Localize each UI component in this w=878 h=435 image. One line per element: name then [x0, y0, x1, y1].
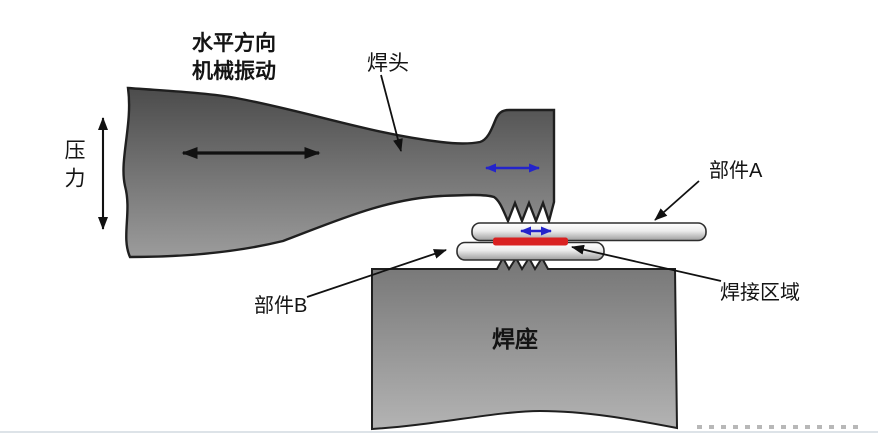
weld-zone-highlight [493, 237, 568, 246]
horn-label: 焊头 [367, 52, 409, 75]
partial-watermark-fragment [697, 425, 865, 429]
anvil-label: 焊座 [492, 326, 538, 352]
weld-zone-label: 焊接区域 [720, 282, 800, 304]
part-a-pointer-arrow [654, 180, 700, 221]
part-b-label: 部件B [254, 295, 308, 317]
horn-pointer-arrow [380, 74, 403, 152]
part-a-label: 部件A [709, 160, 763, 182]
bottom-divider-line [0, 431, 878, 433]
part-b-pointer-arrow [306, 249, 447, 298]
pressure-label: 压力 [62, 139, 85, 195]
weld-zone-pointer-arrow [571, 244, 722, 282]
anvil-shape [371, 255, 679, 431]
welding-horn-shape [122, 86, 556, 259]
vibration-direction-line1: 水平方向 [192, 32, 276, 55]
vibration-direction-line2: 机械振动 [192, 60, 276, 83]
vibration-direction-label: 水平方向 机械振动 [192, 30, 276, 86]
